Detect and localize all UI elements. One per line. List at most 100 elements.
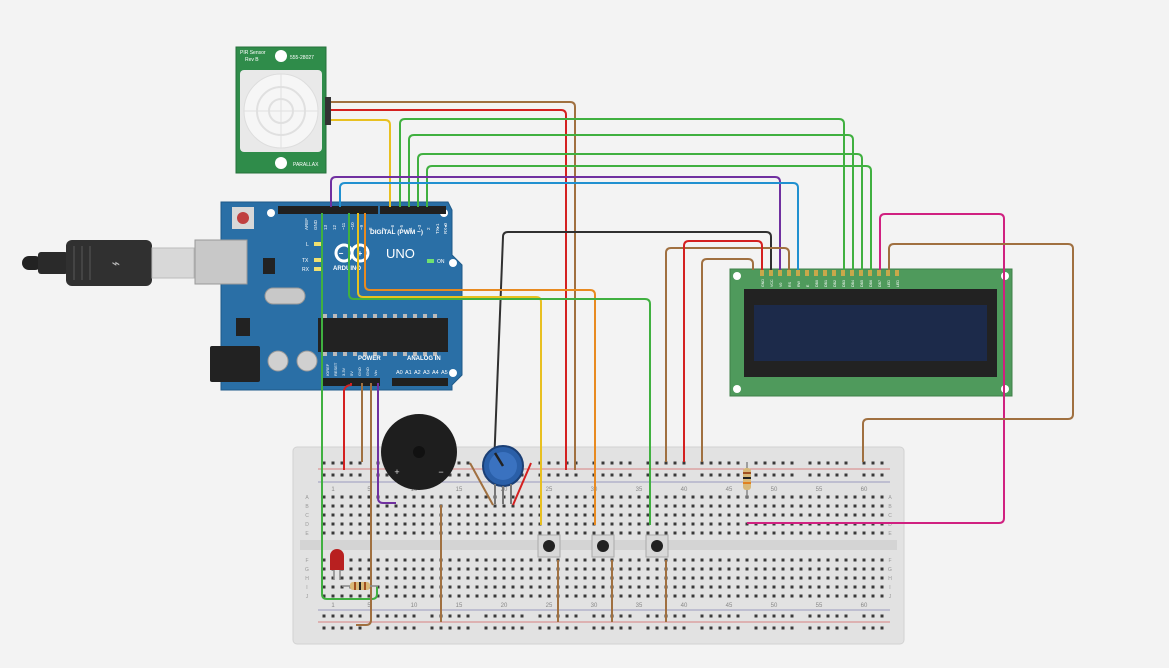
breadboard-hole[interactable] — [835, 626, 839, 630]
breadboard-hole[interactable] — [502, 513, 506, 517]
breadboard-hole[interactable] — [430, 626, 434, 630]
breadboard-hole[interactable] — [628, 558, 632, 562]
breadboard-hole[interactable] — [808, 558, 812, 562]
breadboard-hole[interactable] — [718, 626, 722, 630]
breadboard-hole[interactable] — [871, 495, 875, 499]
breadboard-hole[interactable] — [412, 558, 416, 562]
breadboard-hole[interactable] — [322, 594, 326, 598]
pushbutton-1[interactable] — [537, 534, 561, 558]
breadboard-hole[interactable] — [574, 504, 578, 508]
breadboard-hole[interactable] — [700, 495, 704, 499]
breadboard-hole[interactable] — [691, 504, 695, 508]
breadboard-hole[interactable] — [538, 576, 542, 580]
breadboard-hole[interactable] — [826, 567, 830, 571]
breadboard-hole[interactable] — [574, 614, 578, 618]
breadboard-hole[interactable] — [754, 495, 758, 499]
lcd-pin[interactable] — [796, 270, 800, 276]
breadboard-hole[interactable] — [475, 513, 479, 517]
breadboard-hole[interactable] — [817, 585, 821, 589]
breadboard-hole[interactable] — [745, 594, 749, 598]
breadboard-hole[interactable] — [619, 473, 623, 477]
breadboard-hole[interactable] — [880, 585, 884, 589]
breadboard-hole[interactable] — [628, 567, 632, 571]
breadboard-hole[interactable] — [448, 576, 452, 580]
breadboard-hole[interactable] — [547, 504, 551, 508]
breadboard-hole[interactable] — [844, 531, 848, 535]
breadboard-hole[interactable] — [466, 594, 470, 598]
breadboard-hole[interactable] — [592, 576, 596, 580]
breadboard-hole[interactable] — [457, 576, 461, 580]
breadboard-hole[interactable] — [340, 513, 344, 517]
breadboard-hole[interactable] — [754, 461, 758, 465]
breadboard-hole[interactable] — [493, 614, 497, 618]
breadboard-hole[interactable] — [493, 594, 497, 598]
breadboard-hole[interactable] — [583, 585, 587, 589]
breadboard-hole[interactable] — [727, 614, 731, 618]
breadboard-hole[interactable] — [727, 513, 731, 517]
breadboard-hole[interactable] — [790, 585, 794, 589]
breadboard-hole[interactable] — [826, 473, 830, 477]
breadboard-hole[interactable] — [376, 567, 380, 571]
breadboard-hole[interactable] — [322, 461, 326, 465]
wire-black[interactable] — [493, 231, 772, 467]
breadboard-hole[interactable] — [448, 585, 452, 589]
breadboard-hole[interactable] — [529, 522, 533, 526]
breadboard-hole[interactable] — [637, 522, 641, 526]
breadboard-hole[interactable] — [718, 614, 722, 618]
breadboard-hole[interactable] — [412, 567, 416, 571]
breadboard-hole[interactable] — [781, 626, 785, 630]
breadboard-hole[interactable] — [466, 585, 470, 589]
breadboard-hole[interactable] — [835, 585, 839, 589]
breadboard-hole[interactable] — [475, 504, 479, 508]
breadboard-hole[interactable] — [520, 576, 524, 580]
lcd-pin[interactable] — [805, 270, 809, 276]
breadboard-hole[interactable] — [502, 558, 506, 562]
breadboard-hole[interactable] — [646, 626, 650, 630]
breadboard-hole[interactable] — [682, 594, 686, 598]
breadboard-hole[interactable] — [538, 614, 542, 618]
breadboard-hole[interactable] — [664, 461, 668, 465]
breadboard-hole[interactable] — [637, 558, 641, 562]
breadboard-hole[interactable] — [763, 531, 767, 535]
breadboard-hole[interactable] — [349, 495, 353, 499]
breadboard-hole[interactable] — [601, 614, 605, 618]
breadboard-hole[interactable] — [871, 614, 875, 618]
breadboard-hole[interactable] — [520, 495, 524, 499]
breadboard-hole[interactable] — [628, 626, 632, 630]
breadboard-hole[interactable] — [646, 585, 650, 589]
breadboard-hole[interactable] — [709, 513, 713, 517]
breadboard-hole[interactable] — [646, 504, 650, 508]
breadboard-hole[interactable] — [682, 522, 686, 526]
breadboard-hole[interactable] — [853, 567, 857, 571]
breadboard-hole[interactable] — [709, 614, 713, 618]
breadboard-hole[interactable] — [718, 513, 722, 517]
breadboard-hole[interactable] — [322, 567, 326, 571]
breadboard-hole[interactable] — [763, 558, 767, 562]
breadboard-hole[interactable] — [637, 531, 641, 535]
breadboard-hole[interactable] — [340, 504, 344, 508]
wire-brown[interactable] — [862, 243, 1074, 462]
breadboard-hole[interactable] — [655, 558, 659, 562]
piezo-buzzer[interactable]: + − — [381, 414, 457, 490]
breadboard-hole[interactable] — [457, 567, 461, 571]
breadboard-hole[interactable] — [745, 576, 749, 580]
lcd-pin[interactable] — [868, 270, 872, 276]
breadboard-hole[interactable] — [682, 626, 686, 630]
breadboard-hole[interactable] — [457, 461, 461, 465]
breadboard-hole[interactable] — [466, 626, 470, 630]
breadboard-hole[interactable] — [736, 513, 740, 517]
breadboard-hole[interactable] — [709, 495, 713, 499]
breadboard-hole[interactable] — [853, 504, 857, 508]
breadboard-hole[interactable] — [457, 614, 461, 618]
breadboard-hole[interactable] — [664, 531, 668, 535]
breadboard-hole[interactable] — [799, 567, 803, 571]
breadboard-hole[interactable] — [835, 614, 839, 618]
breadboard-hole[interactable] — [718, 576, 722, 580]
breadboard-hole[interactable] — [529, 513, 533, 517]
breadboard-hole[interactable] — [565, 495, 569, 499]
breadboard-hole[interactable] — [646, 495, 650, 499]
breadboard-hole[interactable] — [511, 504, 515, 508]
breadboard-hole[interactable] — [322, 531, 326, 535]
breadboard-hole[interactable] — [862, 567, 866, 571]
breadboard-hole[interactable] — [448, 513, 452, 517]
